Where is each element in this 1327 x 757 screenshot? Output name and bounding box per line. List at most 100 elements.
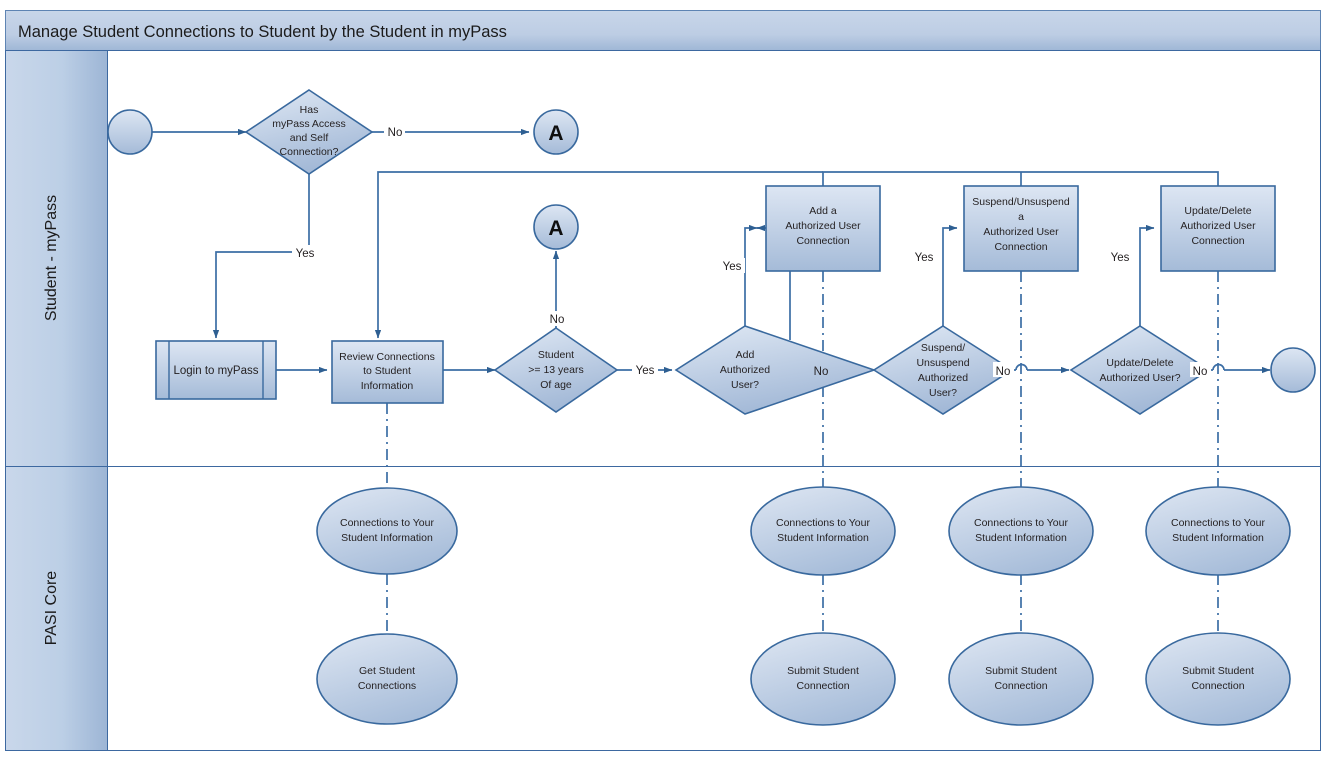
svg-text:No: No — [996, 366, 1011, 378]
edge-suspend-yes — [942, 224, 958, 340]
node-label: Update/Delete — [1106, 357, 1173, 369]
edge-add-yes-group — [744, 224, 758, 340]
lane-body-pasi — [5, 466, 1321, 751]
svg-text:Of age: Of age — [540, 379, 572, 391]
node-decision-add-authorized-user[interactable]: Add Authorized User? — [674, 325, 877, 415]
svg-text:Authorized User?: Authorized User? — [1099, 372, 1180, 384]
svg-text:Connection: Connection — [1191, 680, 1244, 692]
edge-label-add-yes: Yes — [719, 258, 745, 273]
title-bar — [5, 10, 1321, 51]
node-connections-ellipse-1[interactable]: Connections to Your Student Information — [316, 487, 458, 575]
node-get-student-connections[interactable]: Get Student Connections — [316, 633, 458, 725]
connector-label: A — [548, 122, 563, 145]
node-label: Review Connections — [339, 351, 435, 363]
edge-add-yes-line — [744, 224, 758, 340]
svg-text:Yes: Yes — [296, 248, 315, 260]
node-label: Connections to Your — [776, 517, 870, 529]
edge-label-age-yes: Yes — [632, 362, 658, 377]
edge-label-age-no: No — [546, 311, 567, 326]
svg-text:Authorized User: Authorized User — [1180, 220, 1256, 232]
node-connections-ellipse-4[interactable]: Connections to Your Student Information — [1145, 486, 1291, 576]
lane-header-pasi — [5, 466, 108, 751]
node-label: Submit Student — [787, 665, 859, 677]
node-label: Get Student — [359, 665, 415, 677]
node-label: Connections to Your — [340, 517, 434, 529]
svg-text:Student Information: Student Information — [975, 532, 1067, 544]
edge-label-hasaccess-no: No — [384, 124, 405, 139]
svg-text:Authorized: Authorized — [720, 364, 770, 376]
edge-label-update-yes: Yes — [1107, 249, 1133, 264]
node-login-to-mypass[interactable]: Login to myPass — [155, 340, 277, 400]
svg-text:>= 13 years: >= 13 years — [528, 364, 583, 376]
svg-text:User?: User? — [731, 379, 759, 391]
node-submit-student-connection-2[interactable]: Submit Student Connection — [948, 632, 1094, 726]
edge-label-layer: No Yes No Yes Yes No Ye — [292, 124, 1211, 378]
svg-text:Authorized: Authorized — [918, 372, 968, 384]
svg-text:Connections: Connections — [358, 680, 416, 692]
svg-text:Connection: Connection — [994, 241, 1047, 253]
connector-label: A — [548, 217, 563, 240]
node-label: Connections to Your — [974, 517, 1068, 529]
node-label: Login to myPass — [173, 365, 258, 377]
node-submit-student-connection-1[interactable]: Submit Student Connection — [750, 632, 896, 726]
svg-text:a: a — [1018, 211, 1024, 223]
svg-text:Student Information: Student Information — [1172, 532, 1264, 544]
node-label: Suspend/Unsuspend — [972, 196, 1070, 208]
svg-text:Student Information: Student Information — [341, 532, 433, 544]
svg-text:Connection: Connection — [796, 235, 849, 247]
edge-label-suspend-no: No — [993, 362, 1014, 378]
svg-text:Unsuspend: Unsuspend — [916, 357, 969, 369]
node-label: Connections to Your — [1171, 517, 1265, 529]
svg-text:Student Information: Student Information — [777, 532, 869, 544]
svg-text:Authorized User: Authorized User — [785, 220, 861, 232]
node-label: Has — [300, 104, 319, 116]
edge-label-suspend-yes: Yes — [911, 249, 937, 264]
lane-label-pasi-core: PASI Core — [43, 571, 60, 646]
node-label: Submit Student — [1182, 665, 1254, 677]
svg-text:to Student: to Student — [363, 365, 411, 377]
node-add-authorized-user-connection[interactable]: Add a Authorized User Connection — [765, 185, 881, 272]
node-label: Add a — [809, 205, 837, 217]
svg-text:Yes: Yes — [1111, 252, 1130, 264]
edge-label-update-no: No — [1190, 362, 1211, 378]
node-submit-student-connection-3[interactable]: Submit Student Connection — [1145, 632, 1291, 726]
svg-text:No: No — [814, 366, 829, 378]
svg-text:Connection: Connection — [994, 680, 1047, 692]
node-suspend-authorized-user-connection[interactable]: Suspend/Unsuspend a Authorized User Conn… — [963, 185, 1079, 272]
edge-label-hasaccess-yes: Yes — [292, 245, 318, 260]
edge-update-yes — [1139, 224, 1155, 340]
node-label: Submit Student — [985, 665, 1057, 677]
node-decision-update-authorized-user[interactable]: Update/Delete Authorized User? — [1069, 325, 1211, 415]
node-connections-ellipse-3[interactable]: Connections to Your Student Information — [948, 486, 1094, 576]
svg-text:Connection: Connection — [796, 680, 849, 692]
node-connections-ellipse-2[interactable]: Connections to Your Student Information — [750, 486, 896, 576]
node-decision-age[interactable]: Student >= 13 years Of age — [493, 327, 619, 413]
node-label: Student — [538, 349, 574, 361]
page-title: Manage Student Connections to Student by… — [18, 23, 507, 41]
edge-feedback-to-review — [374, 171, 823, 339]
svg-text:myPass Access: myPass Access — [272, 118, 346, 130]
svg-text:No: No — [1193, 366, 1208, 378]
node-end[interactable] — [1270, 347, 1316, 393]
edge-label-add-no: No — [814, 366, 829, 378]
svg-text:Yes: Yes — [723, 261, 742, 273]
svg-text:Connection?: Connection? — [280, 146, 339, 158]
node-review-connections[interactable]: Review Connections to Student Informatio… — [331, 340, 444, 404]
lane-header-student — [5, 50, 108, 467]
svg-text:User?: User? — [929, 387, 957, 399]
node-decision-suspend-authorized-user[interactable]: Suspend/ Unsuspend Authorized User? — [872, 325, 1014, 415]
node-decision-has-access[interactable]: Has myPass Access and Self Connection? — [244, 89, 374, 175]
svg-text:Information: Information — [361, 380, 414, 392]
svg-text:No: No — [388, 127, 403, 139]
node-connector-a-top[interactable]: A — [533, 109, 579, 155]
svg-text:Yes: Yes — [915, 252, 934, 264]
node-update-authorized-user-connection[interactable]: Update/Delete Authorized User Connection — [1160, 185, 1276, 272]
svg-text:No: No — [550, 314, 565, 326]
node-label: Update/Delete — [1184, 205, 1251, 217]
node-connector-a-mid[interactable]: A — [533, 204, 579, 250]
node-start[interactable] — [107, 109, 153, 155]
node-label: Add — [736, 349, 755, 361]
edge-hasaccess-yes — [212, 174, 310, 339]
lane-label-student-mypass: Student - myPass — [43, 195, 60, 321]
